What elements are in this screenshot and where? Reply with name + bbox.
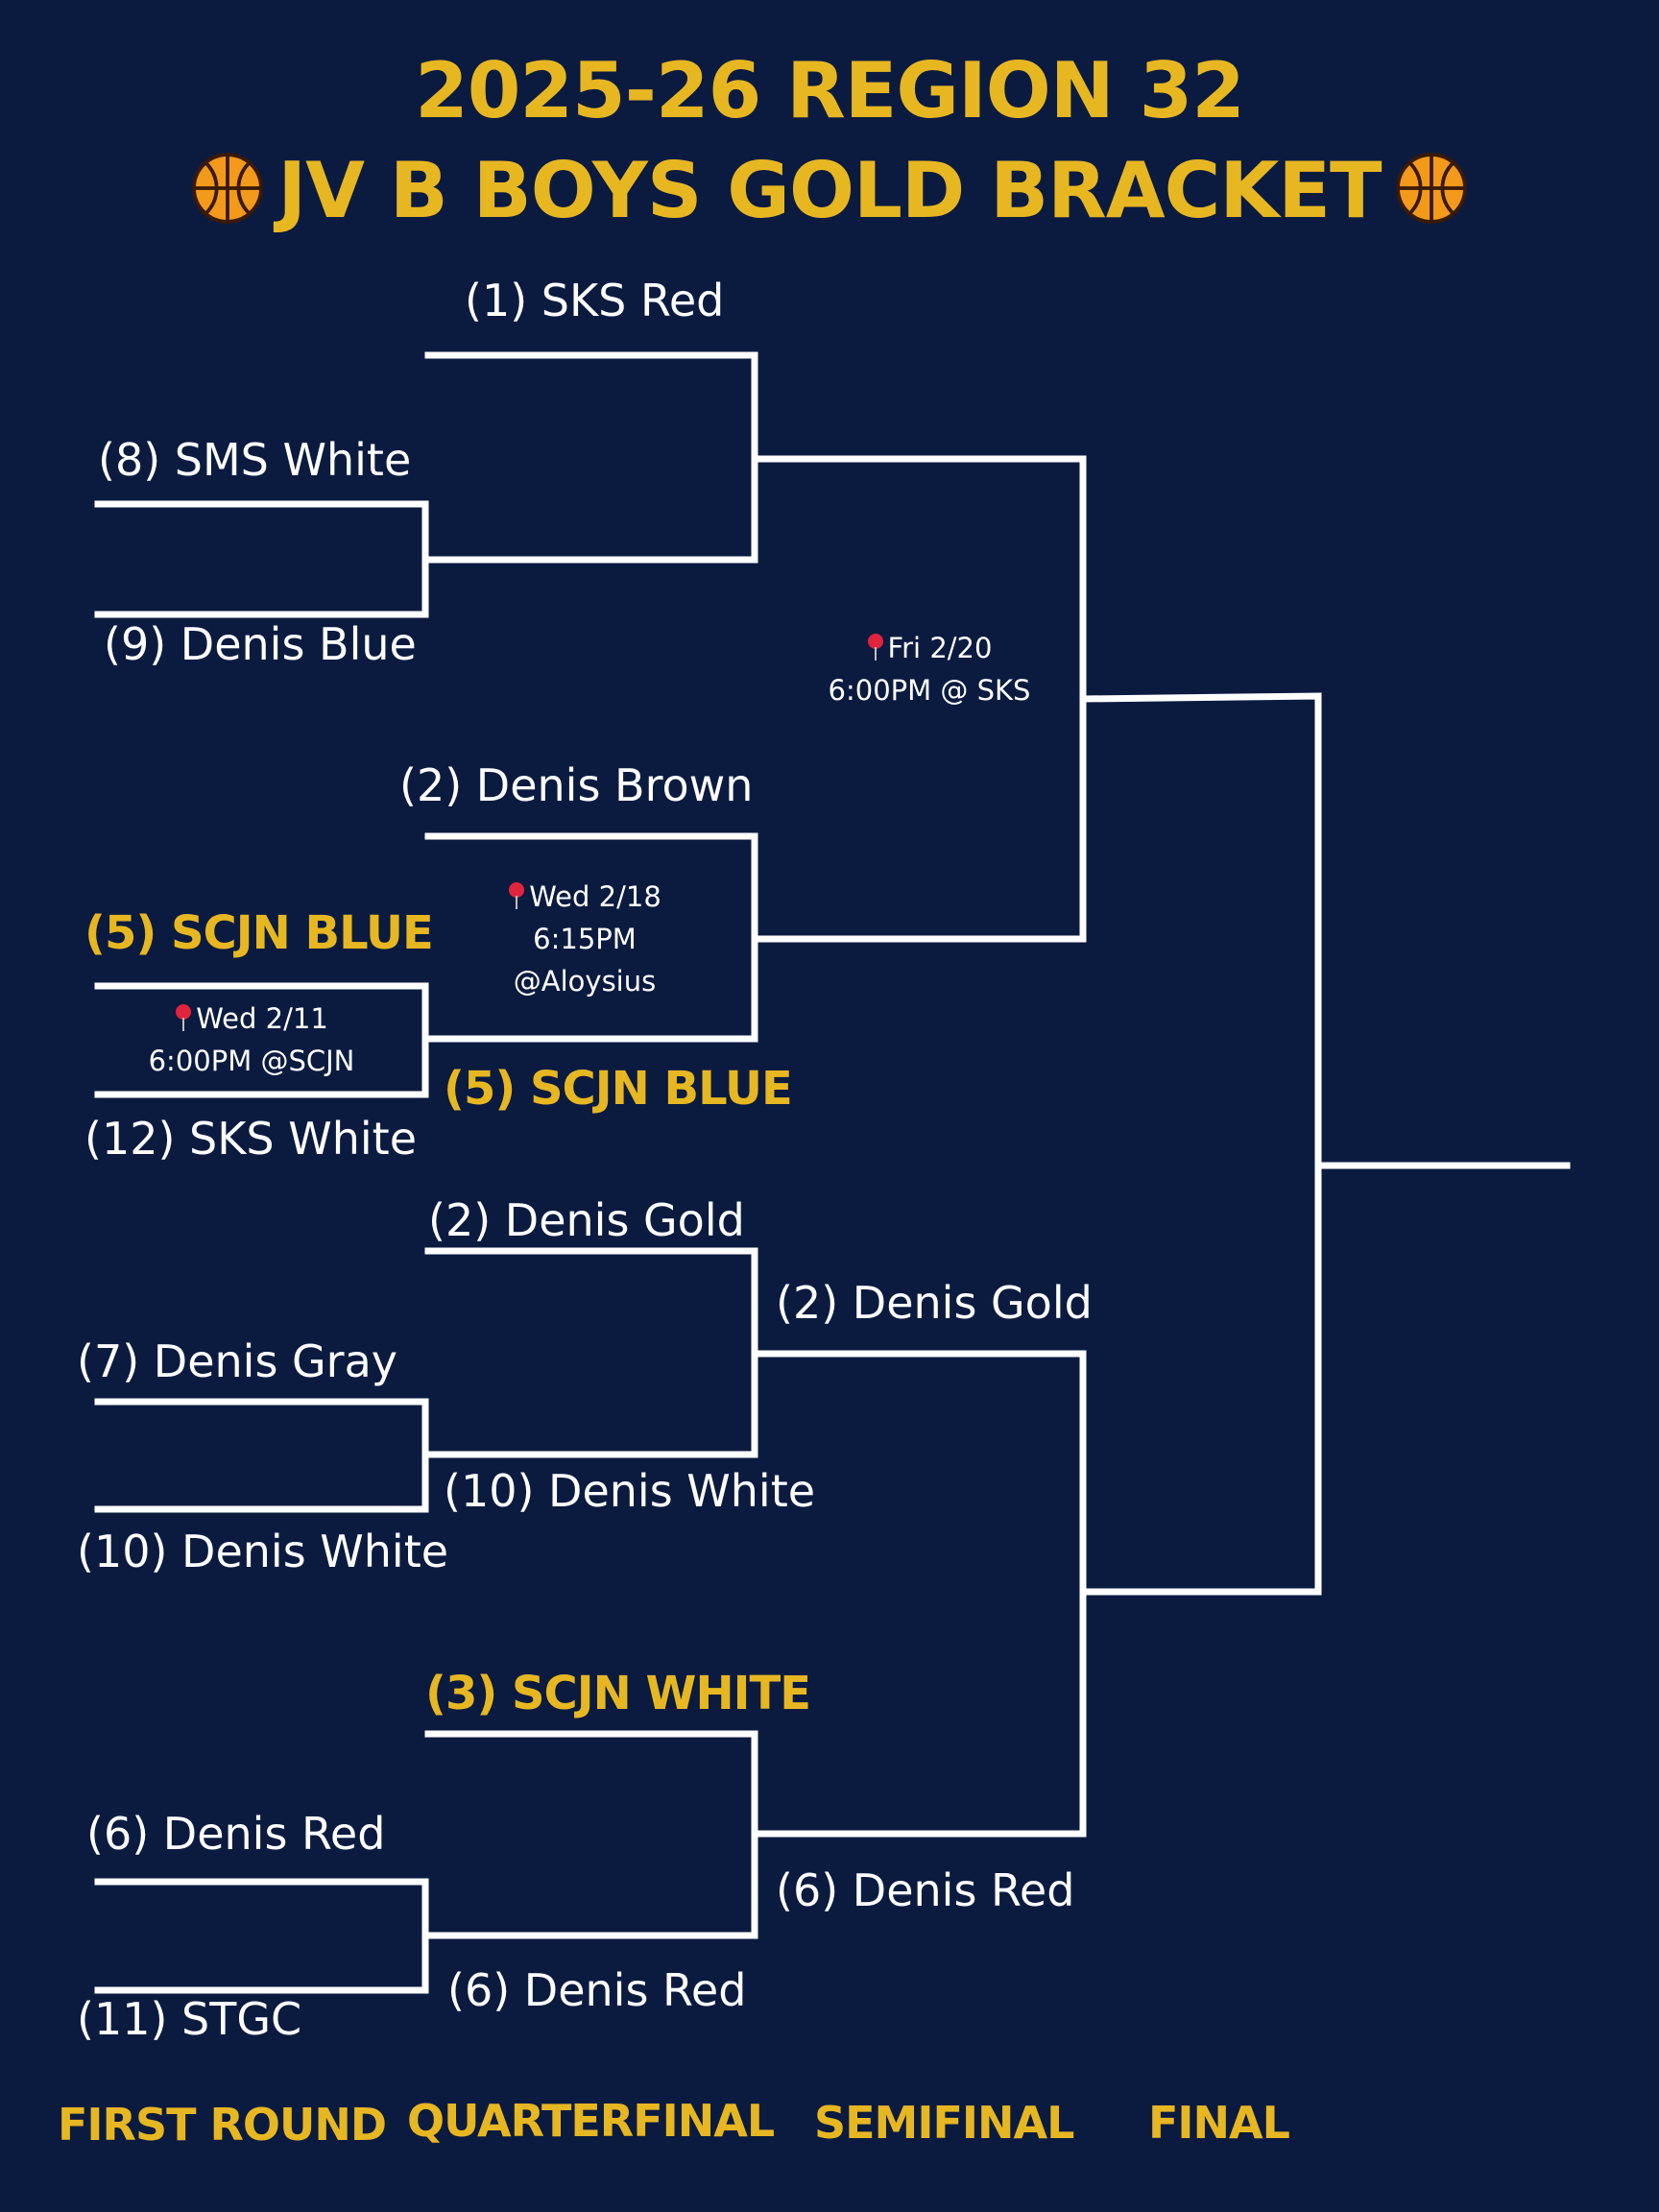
team-label: (1) SKS Red [465,275,725,326]
game-date: Wed 2/11 [196,1002,328,1035]
team-label: (11) STGC [77,1993,302,2045]
bracket-line [424,351,758,564]
game-info-first-round: Wed 2/11 6:00PM @SCJN [106,998,397,1082]
bracket-line [751,455,1087,703]
team-label: (12) SKS White [84,1113,417,1165]
team-label: (10) Denis White [77,1526,449,1577]
title-line1: 2025-26 REGION 32 [415,46,1245,135]
poster-subtitle: JV B BOYS GOLD BRACKET [0,146,1659,235]
bracket-line [94,982,758,1043]
bracket-line [94,1035,429,1098]
team-label: (6) Denis Red [86,1808,386,1860]
round-label-final: FINAL [1148,2097,1290,2149]
bracket-line [424,832,758,1043]
team-label: (6) Denis Red [776,1864,1075,1916]
game-date: Fri 2/20 [887,632,993,664]
team-label: (3) SCJN WHITE [425,1667,811,1720]
bracket-line [424,1730,758,1939]
bracket-line [94,1398,758,1458]
bracket-line [1079,692,1322,1169]
team-label: (9) Denis Blue [104,618,417,670]
pushpin-icon [509,882,525,909]
bracket-line [424,1247,758,1458]
bracket-line [751,695,1087,943]
team-label: (8) SMS White [98,434,412,486]
poster-title: 2025-26 REGION 32 [0,46,1659,135]
round-label-semifinal: SEMIFINAL [814,2097,1074,2149]
team-label: (5) SCJN BLUE [444,1062,793,1116]
bracket-line [94,1932,429,1994]
team-label: (5) SCJN BLUE [84,906,434,960]
bracket-line [1079,1162,1322,1596]
bracket-line [94,1451,429,1513]
team-label: (2) Denis Gold [776,1277,1093,1329]
game-date: Wed 2/18 [529,880,661,913]
game-time-place: 6:00PM @ SKS [828,674,1031,707]
game-place: @Aloysius [513,965,657,998]
game-time: 6:15PM [533,923,637,955]
team-label: (7) Denis Gray [77,1335,397,1387]
game-info-semifinal: Fri 2/20 6:00PM @ SKS [787,627,1071,711]
basketball-icon [1395,153,1467,224]
round-label-quarterfinal: QUARTERFINAL [407,2095,775,2147]
team-label: (2) Denis Gold [428,1194,745,1246]
round-label-first-round: FIRST ROUND [58,2099,387,2151]
game-time-place: 6:00PM @SCJN [148,1045,355,1077]
basketball-icon [192,153,264,224]
game-info-quarterfinal: Wed 2/18 6:15PM @Aloysius [447,876,722,1002]
team-label: (2) Denis Brown [399,759,754,811]
bracket-line [751,1350,1087,1596]
bracket-line [751,1588,1087,1838]
team-label: (6) Denis Red [447,1964,747,2016]
team-label: (10) Denis White [444,1465,816,1517]
pushpin-icon [176,1004,192,1031]
bracket-line [94,500,758,564]
bracket-line [94,556,429,618]
bracket-line [94,1878,758,1939]
title-line2: JV B BOYS GOLD BRACKET [277,146,1382,235]
pushpin-icon [867,634,883,661]
